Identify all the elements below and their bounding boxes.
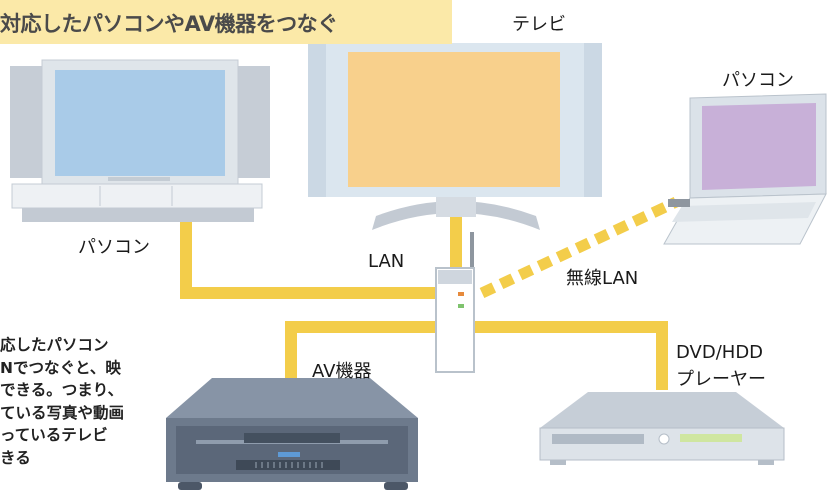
label-pc-left: パソコン <box>78 237 150 258</box>
label-lan: LAN <box>368 251 405 272</box>
tv-device <box>308 43 602 230</box>
dvd-player-device <box>539 392 785 465</box>
note-line: Nでつなぐと、映 <box>0 358 121 377</box>
description-note: 応したパソコン Nでつなぐと、映 できる。つまり、 ている写真や動画 っているテ… <box>0 334 160 493</box>
label-wireless-lan: 無線LAN <box>566 268 639 289</box>
label-tv: テレビ <box>512 14 566 35</box>
note-line: 応したパソコン <box>0 336 109 354</box>
pc-left-device <box>10 59 270 222</box>
label-dvd-line1: DVD/HDD <box>676 342 764 363</box>
av-recorder-device <box>166 378 418 490</box>
page-title: 対応したパソコンやAV機器をつなぐ <box>0 12 338 36</box>
note-line: ている写真や動画 <box>0 403 125 422</box>
title-banner: 対応したパソコンやAV機器をつなぐ <box>0 0 452 44</box>
label-pc-right: パソコン <box>722 70 794 91</box>
cable-left-pc <box>180 222 444 299</box>
wireless-lan-link <box>479 197 679 298</box>
note-line: きる <box>0 448 31 467</box>
laptop-device <box>663 93 827 245</box>
cable-dvd <box>474 321 668 390</box>
lan-cables <box>180 212 668 390</box>
note-line: できる。つまり、 <box>0 381 124 399</box>
cable-av <box>285 321 444 378</box>
label-dvd-line2: プレーヤー <box>676 369 766 390</box>
note-line: っているテレビ <box>0 426 108 444</box>
label-av-device: AV機器 <box>312 361 372 382</box>
router-device <box>435 232 475 373</box>
